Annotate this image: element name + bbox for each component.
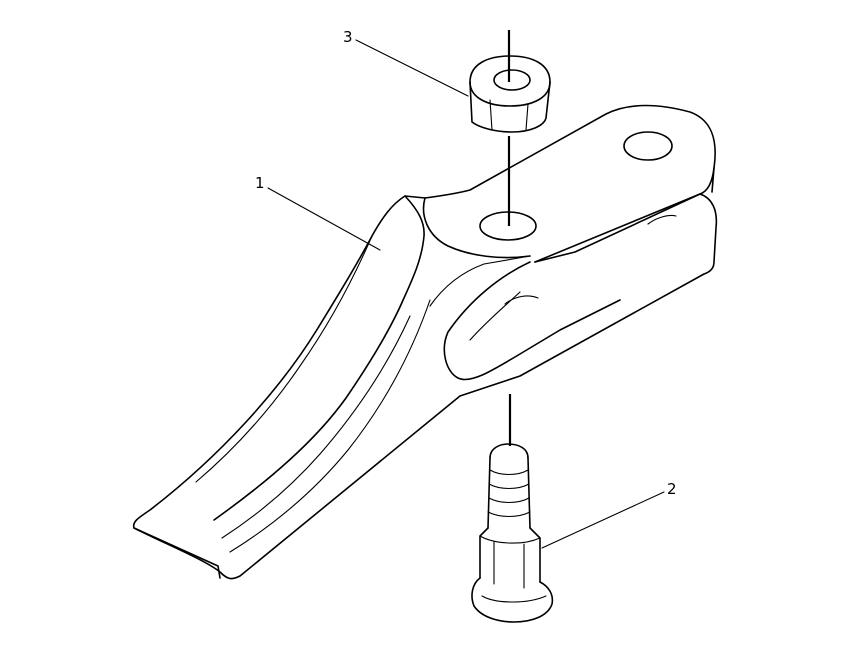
bolt-thread-tip: [489, 443, 529, 459]
tooth-body-outline: [132, 195, 461, 580]
leader-2: [541, 491, 665, 549]
upper-lug-outline: [424, 104, 716, 263]
tooth-ridge-upper: [213, 195, 425, 521]
callout-3: 3: [343, 28, 469, 97]
lower-lug-hole-shadow: [647, 214, 677, 225]
leader-3: [355, 39, 469, 97]
nut-side: [469, 81, 551, 133]
callout-2: 2: [541, 480, 677, 549]
bolt-head-detail: [481, 595, 547, 603]
socket-recess: [422, 197, 531, 259]
slot-outline: [443, 261, 621, 381]
callout-label-3: 3: [343, 28, 353, 46]
tooth-tip-edge: [133, 527, 221, 579]
callout-label-1: 1: [255, 174, 265, 192]
slot-inner-line: [469, 291, 521, 341]
bolt-head: [471, 577, 554, 623]
tooth-flank-line: [429, 255, 531, 307]
callout-label-2: 2: [667, 480, 677, 498]
tooth-groove-a: [221, 315, 411, 539]
bolt-thread-ridges: [487, 469, 531, 518]
nut-flat-edge-1: [489, 99, 493, 131]
bolt-thread-shank: [487, 457, 531, 529]
upper-lug-side: [711, 167, 715, 193]
part-3-nut: [469, 55, 551, 133]
nut-flat-edge-2: [525, 103, 529, 131]
nut-bore: [493, 69, 531, 91]
upper-lug-hole: [623, 131, 673, 161]
lower-lug-outline: [459, 193, 718, 397]
slot-pin-shadow: [504, 295, 539, 305]
part-2-bolt: [471, 443, 554, 623]
bolt-shoulder: [479, 527, 541, 583]
tooth-ridge-left: [195, 235, 373, 483]
callout-1: 1: [255, 174, 381, 251]
tooth-groove-b: [229, 299, 431, 553]
assembly-axis: [507, 30, 512, 446]
bolt-hex-edges: [479, 535, 541, 589]
leader-1: [267, 187, 381, 251]
lower-lug-top-edge: [534, 193, 701, 263]
